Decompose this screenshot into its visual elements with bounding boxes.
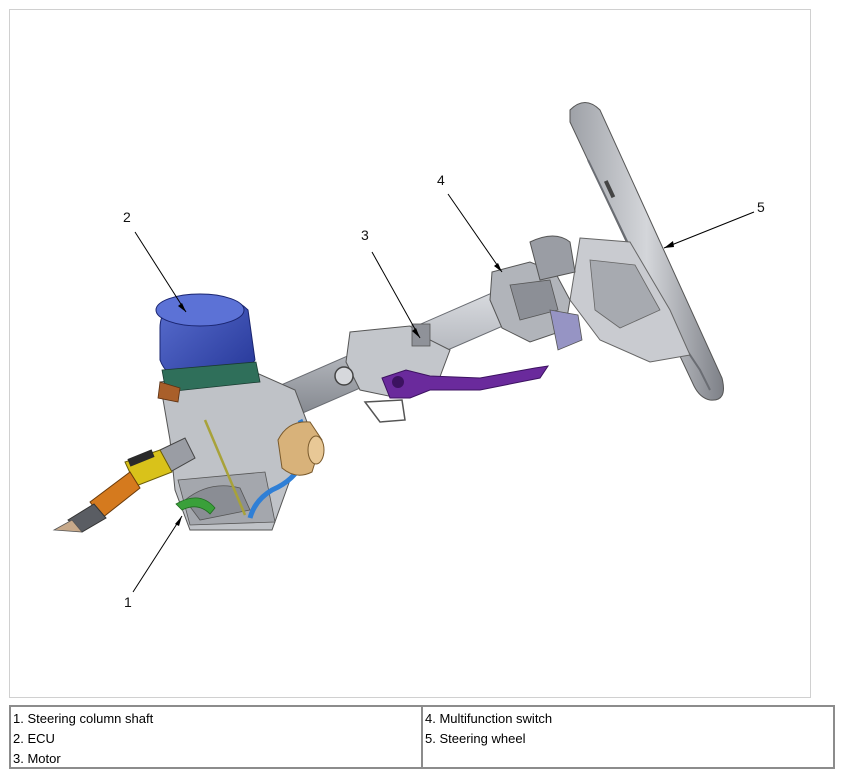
arrowhead-1 (175, 516, 182, 526)
diagram-figure: 2 3 4 5 1 (9, 9, 811, 698)
callout-5: 5 (757, 199, 765, 215)
leader-line-4 (447, 193, 503, 273)
multifunction-switch-part (489, 235, 583, 351)
leader-line-3 (371, 251, 421, 339)
callout-4: 4 (437, 172, 445, 188)
intermediate-shaft (52, 437, 196, 533)
motor-part (277, 421, 325, 476)
arrowhead-2 (178, 303, 186, 312)
arrowhead-5 (664, 241, 674, 248)
leader-line-5 (663, 211, 755, 249)
callout-3: 3 (361, 227, 369, 243)
leader-line-2 (134, 231, 187, 313)
legend-item-motor: 3. Motor (13, 751, 61, 766)
steering-column-illustration: 2 3 4 5 1 (52, 102, 765, 610)
arrowhead-3 (412, 328, 420, 338)
callout-1: 1 (124, 594, 132, 610)
callout-lines (132, 193, 755, 593)
legend-column-left: 1. Steering column shaft 2. ECU 3. Motor (11, 707, 421, 767)
steering-wheel-part (569, 102, 724, 401)
arrowhead-4 (494, 263, 502, 272)
leader-line-1 (132, 515, 183, 593)
callout-2: 2 (123, 209, 131, 225)
gear-housing (159, 369, 311, 531)
legend-table: 1. Steering column shaft 2. ECU 3. Motor… (9, 705, 835, 769)
legend-item-steering-wheel: 5. Steering wheel (425, 731, 526, 746)
callout-arrowheads (175, 241, 674, 526)
legend-item-ecu: 2. ECU (13, 731, 55, 746)
legend-item-steering-column-shaft: 1. Steering column shaft (13, 711, 154, 726)
tilt-lever (381, 365, 550, 399)
ecu-part (155, 293, 261, 403)
legend-item-multifunction-switch: 4. Multifunction switch (425, 711, 553, 726)
legend-column-right: 4. Multifunction switch 5. Steering whee… (421, 707, 833, 767)
